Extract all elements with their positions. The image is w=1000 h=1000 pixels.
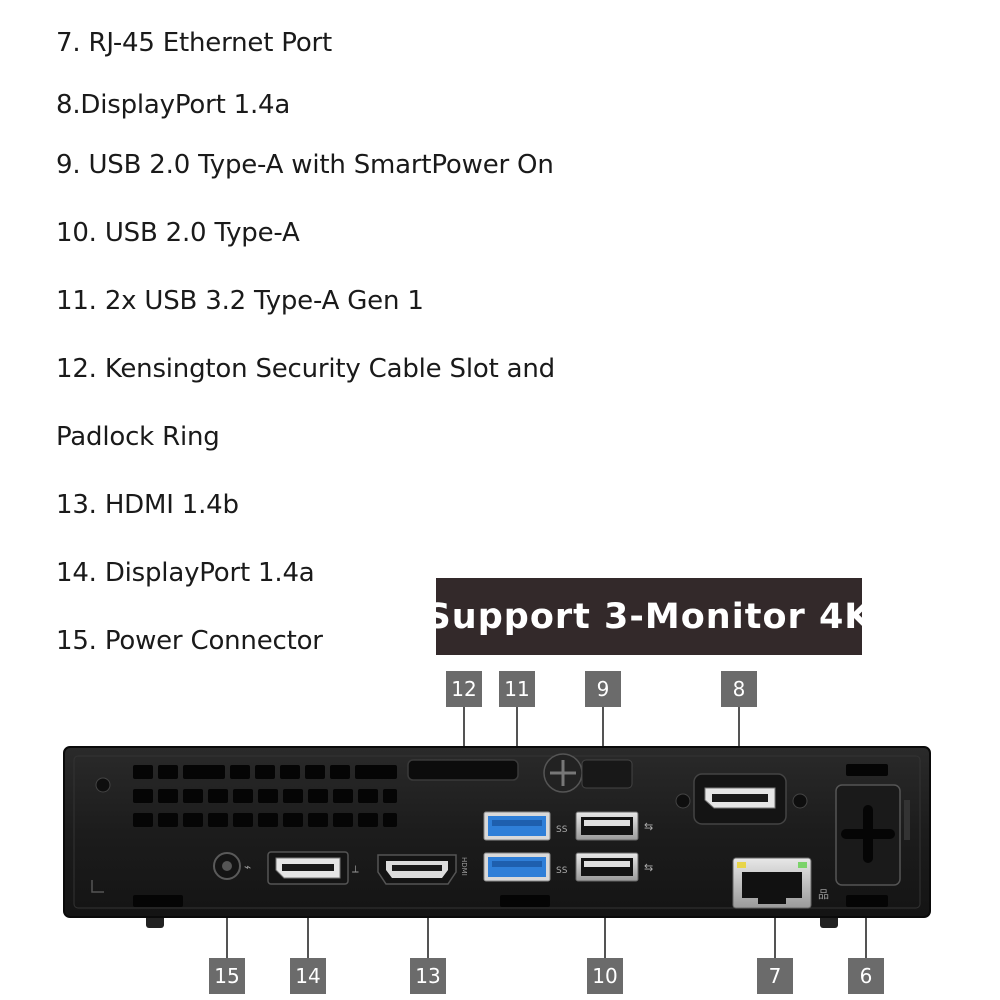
svg-text:SS: SS (556, 866, 568, 876)
svg-text:品: 品 (818, 888, 829, 901)
kensington-slot (407, 759, 519, 781)
spec-displayport-14: 14. DisplayPort 1.4a (56, 558, 315, 588)
spec-kensington: 12. Kensington Security Cable Slot and (56, 354, 555, 384)
svg-text:⌁: ⌁ (244, 860, 251, 874)
callout-9: 9 (585, 671, 621, 707)
spec-rj45: 7. RJ-45 Ethernet Port (56, 28, 333, 58)
callout-7: 7 (757, 958, 793, 994)
svg-text:⇆: ⇆ (644, 820, 653, 833)
rj45-port: 品 (732, 857, 829, 909)
callout-14: 14 (290, 958, 326, 994)
callout-12: 12 (446, 671, 482, 707)
svg-text:⟂: ⟂ (352, 864, 359, 875)
support-banner: Support 3-Monitor 4K (426, 578, 871, 655)
hdmi-port: HDMI (377, 854, 468, 885)
callout-13: 13 (410, 958, 446, 994)
displayport-14: ⟂ (267, 851, 359, 885)
displayport-8 (675, 773, 808, 825)
spec-usb2-smartpower: 9. USB 2.0 Type-A with SmartPower On (56, 150, 554, 180)
hdmi-label: HDMI (460, 857, 468, 876)
callout-15: 15 (209, 958, 245, 994)
usb2-ports: ⇆ ⇆ (575, 811, 653, 882)
spec-usb2: 10. USB 2.0 Type-A (56, 218, 300, 248)
spec-displayport-8: 8.DisplayPort 1.4a (56, 90, 291, 120)
power-connector: ⌁ (213, 852, 251, 880)
usb3-ports: SS SS (483, 811, 568, 882)
vent-grille (133, 765, 397, 827)
option-panel-6 (835, 764, 910, 907)
callout-11: 11 (499, 671, 535, 707)
spec-kensington-cont: Padlock Ring (56, 422, 220, 452)
svg-text:SS: SS (556, 825, 568, 835)
callout-10: 10 (587, 958, 623, 994)
svg-text:⇆: ⇆ (644, 861, 653, 874)
callout-8: 8 (721, 671, 757, 707)
callout-6: 6 (848, 958, 884, 994)
spec-power: 15. Power Connector (56, 626, 323, 656)
screw-hole-icon (95, 777, 111, 793)
spec-hdmi: 13. HDMI 1.4b (56, 490, 239, 520)
spec-usb3: 11. 2x USB 3.2 Type-A Gen 1 (56, 286, 424, 316)
